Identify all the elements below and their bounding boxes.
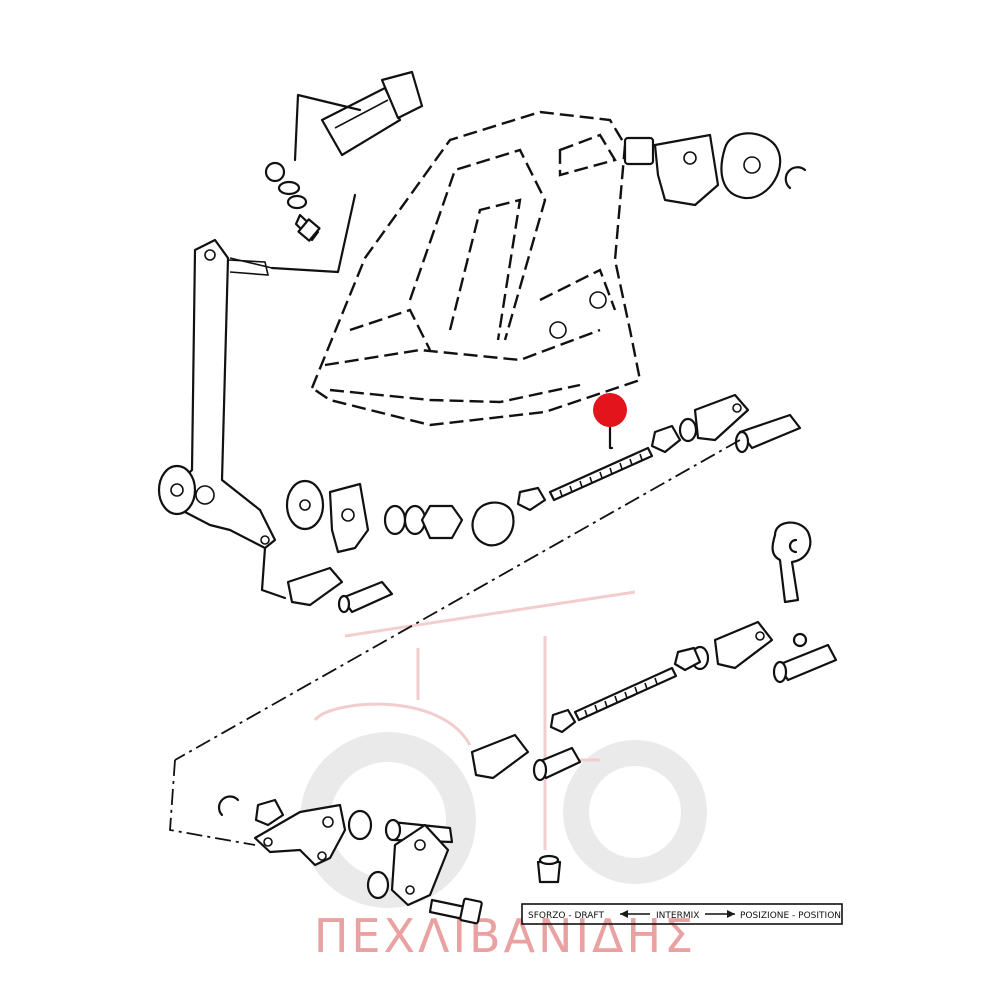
clevis-right [713,620,774,670]
bolt-top [294,213,321,242]
snap-ring-bottom [217,795,240,817]
nut-rod-2 [549,708,577,734]
top-clip [320,70,424,157]
centerline-lower [169,759,256,846]
control-lever [180,238,277,550]
clevis-pin-lower [532,746,582,782]
leader-lower-fork [260,546,287,600]
bolt-bottom [428,897,483,925]
scale-label-draft: SFORZO - DRAFT [528,911,604,921]
bushing-bottom [347,809,373,841]
clevis-top [693,393,750,442]
small-lever-right [771,521,812,604]
washer-top [277,180,301,196]
lift-housing [310,110,642,427]
square-plate [328,482,370,554]
leader-bolt [270,193,357,274]
centerline-main [174,439,741,761]
scale-plate: SFORZO - DRAFT INTERMIX POSIZIONE - POSI… [521,903,843,925]
nut-right-1 [673,646,702,672]
watermark-gear-right [563,740,707,884]
small-block [623,136,655,166]
nut-bottom-left [254,798,285,827]
fork-lower [286,566,344,607]
clevis-lower [470,733,530,780]
spacer-stack [383,504,464,540]
rod-nut [650,424,682,454]
threaded-rod [548,446,654,502]
clevis-pin-right [772,632,838,684]
clevis-pin-top [734,413,802,454]
scale-label-intermix: INTERMIX [656,911,699,921]
washer-large [285,479,325,531]
link-arm-left [253,803,347,867]
top-right-bracket [653,133,720,207]
grease-nipple [536,854,562,884]
washer-bottom [366,870,390,900]
scale-label-position: POSIZIONE - POSITION [740,911,841,921]
lever-washer [157,464,197,516]
threaded-rod-2 [573,666,678,722]
round-cam [720,132,782,200]
link-arm-right [390,823,450,907]
highlight-marker [593,393,627,427]
nut-top [264,161,286,183]
snap-ring-top [784,166,807,190]
fork-pin-lower [337,580,394,614]
rod-washer [678,417,698,443]
washer-top-2 [286,194,308,210]
watermark-logo [300,590,707,908]
leader-top-clip [293,93,362,162]
nut-middle [516,486,547,512]
bushing [471,501,515,547]
watermark-brand-text: ΠΕΧΛΙΒΑΝΙΔΗΣ [314,909,696,963]
